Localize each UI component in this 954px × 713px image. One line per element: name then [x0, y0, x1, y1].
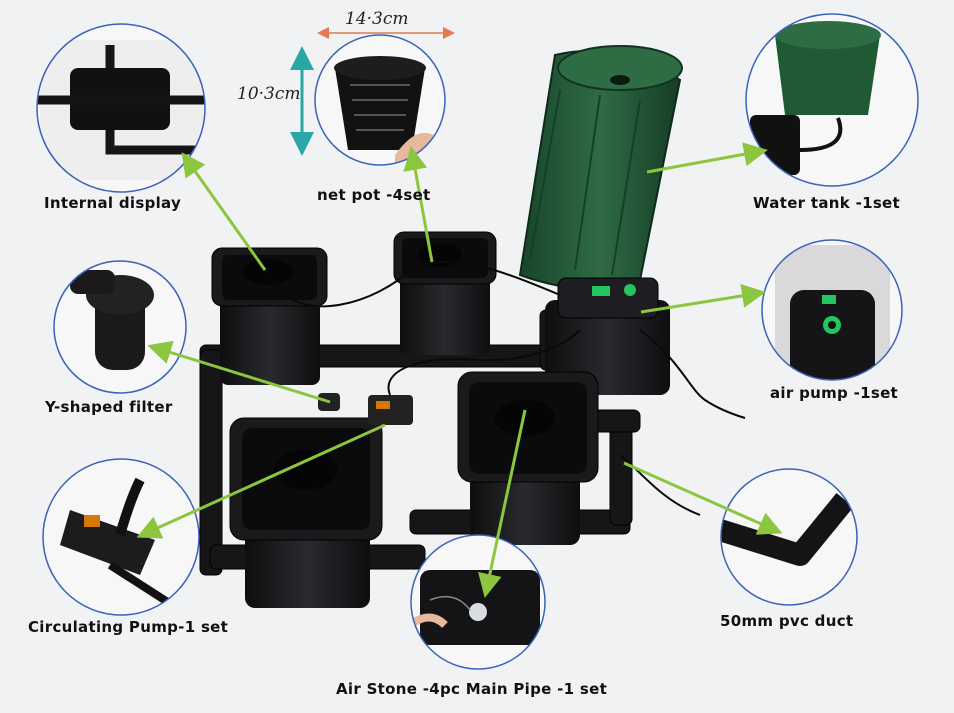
label-internal-display: Internal display: [44, 194, 182, 212]
label-air-pump: air pump -1set: [770, 384, 899, 402]
bucket-front-left: [229, 417, 383, 608]
arrow-circulating-pump: [136, 423, 386, 539]
pointer-arrows: [136, 142, 783, 598]
callout-air-pump: [761, 239, 903, 381]
water-tank-icon: [775, 35, 880, 115]
arrow-water-tank: [646, 142, 768, 174]
callout-water-tank: [745, 13, 919, 187]
arrow-air-pump: [640, 283, 766, 314]
callout-internal-display: [36, 23, 206, 193]
arrow-y-filter: [147, 340, 331, 404]
circulating-pump-icon: [60, 510, 155, 575]
bucket-back-right: [393, 231, 497, 355]
label-net-pot: net pot -4set: [317, 186, 431, 204]
bucket-front-right: [457, 371, 599, 545]
label-y-filter: Y-shaped filter: [45, 398, 173, 416]
water-tank-reservoir: [518, 45, 683, 290]
arrow-net-pot: [403, 146, 434, 263]
hydroponic-system: [199, 45, 746, 608]
air-pump-icon: [790, 290, 875, 380]
width-dimension-label: 14·3cm: [345, 9, 409, 29]
callout-y-filter: [53, 260, 187, 394]
arrow-air-stone: [478, 409, 527, 598]
air-tubing: [269, 260, 746, 516]
label-circulating-pump: Circulating Pump-1 set: [28, 618, 229, 636]
callout-air-stone: [410, 534, 546, 670]
label-water-tank: Water tank -1set: [753, 194, 900, 212]
arrow-internal-display: [181, 152, 267, 271]
bucket-back-left: [211, 247, 328, 385]
arrow-pvc-duct: [623, 461, 783, 535]
callout-net-pot: [314, 34, 446, 166]
label-air-stone: Air Stone -4pc Main Pipe -1 set: [336, 680, 608, 698]
label-pvc-duct: 50mm pvc duct: [720, 612, 854, 630]
callout-circulating-pump: [42, 458, 200, 616]
pvc-elbow-icon: [721, 493, 854, 566]
pump-indicator-led: [592, 286, 610, 296]
air-stone-icon: [469, 603, 487, 621]
height-dimension-label: 10·3cm: [237, 84, 301, 104]
callout-pvc-duct: [720, 468, 858, 606]
reservoir-bucket: [545, 277, 670, 395]
